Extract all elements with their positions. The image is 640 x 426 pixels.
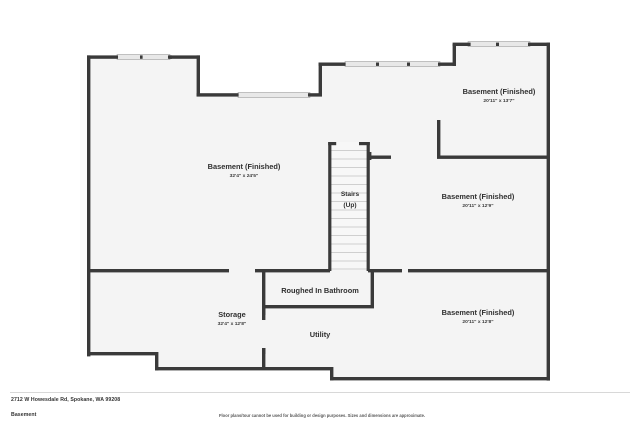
wall-top-center-a — [318, 62, 346, 66]
wall-mid-divider-left — [87, 269, 229, 273]
window-top-center-right — [344, 61, 441, 67]
wall-top-right-b — [528, 42, 550, 46]
wall-top-center-b — [438, 62, 456, 66]
floor-plan-canvas: Basement (Finished) 20'11" x 13'7" Basem… — [87, 41, 550, 381]
window-top-left — [116, 54, 171, 60]
wall-bottom-step-left-vertical — [155, 352, 159, 371]
stairs-right-stringer — [366, 142, 370, 271]
wall-exterior-left — [87, 55, 91, 357]
wall-storage-utility-divider — [262, 308, 266, 320]
disclaimer-text: Floor plans/tour cannot be used for buil… — [219, 413, 426, 418]
wall-wing-bottom-stub — [437, 120, 441, 158]
wall-top-left-b — [169, 55, 200, 59]
mullion-tick-tr-1 — [496, 42, 499, 46]
wall-bay-bottom-b — [308, 93, 322, 97]
footer-bar: 2712 W Howesdale Rd, Spokane, WA 99208 B… — [0, 392, 640, 426]
property-address: 2712 W Howesdale Rd, Spokane, WA 99208 — [11, 397, 121, 403]
stairs-floor — [330, 142, 368, 270]
stairs-left-stringer — [328, 142, 332, 271]
floor-plan-drawing: Basement (Finished) 20'11" x 13'7" Basem… — [87, 41, 550, 381]
wall-mid-divider-right-b — [408, 269, 550, 273]
wall-top-left-a — [87, 55, 118, 59]
wall-bottom-left — [87, 352, 158, 356]
mullion-tick-tc-1 — [376, 62, 379, 66]
footer-divider — [10, 392, 630, 393]
stairs-run — [328, 142, 370, 271]
wall-wing-divider-horizontal — [437, 155, 550, 159]
floor-fill-layer — [90, 44, 550, 380]
stair-treads — [331, 150, 367, 270]
wall-bathroom-bottom — [262, 305, 374, 309]
wall-exterior-right — [546, 42, 550, 381]
wall-wing-left-vertical — [452, 44, 456, 66]
wall-landing-door-jamb — [368, 152, 372, 160]
stairs-top-cap-left — [328, 142, 337, 146]
wall-top-right-a — [452, 42, 471, 46]
wall-layer — [87, 42, 550, 381]
wall-landing-right-stub — [369, 155, 391, 159]
wall-bottom-middle — [155, 367, 333, 371]
stairs-top-cap-right — [359, 142, 370, 146]
wall-bathroom-left-vertical — [262, 269, 266, 315]
mullion-tick-tl-1 — [140, 55, 143, 59]
wall-bottom-right — [330, 377, 550, 381]
wall-bay-left-vertical — [196, 55, 200, 97]
wall-bottom-door-jamb — [262, 348, 266, 354]
wall-bay-bottom-a — [196, 93, 239, 97]
floor-slab-fill — [90, 44, 550, 380]
floor-level-label: Basement — [11, 412, 37, 418]
wall-bottom-step-right-vertical — [330, 367, 334, 381]
window-top-middle — [237, 92, 311, 98]
wall-mid-divider-left-b — [255, 269, 330, 273]
wall-bay-right-vertical — [318, 62, 322, 97]
wall-mid-divider-right-a — [368, 269, 402, 273]
mullion-tick-tc-2 — [407, 62, 410, 66]
wall-utility-bottom-stub — [262, 348, 266, 370]
wall-bathroom-right-vertical — [370, 271, 374, 308]
